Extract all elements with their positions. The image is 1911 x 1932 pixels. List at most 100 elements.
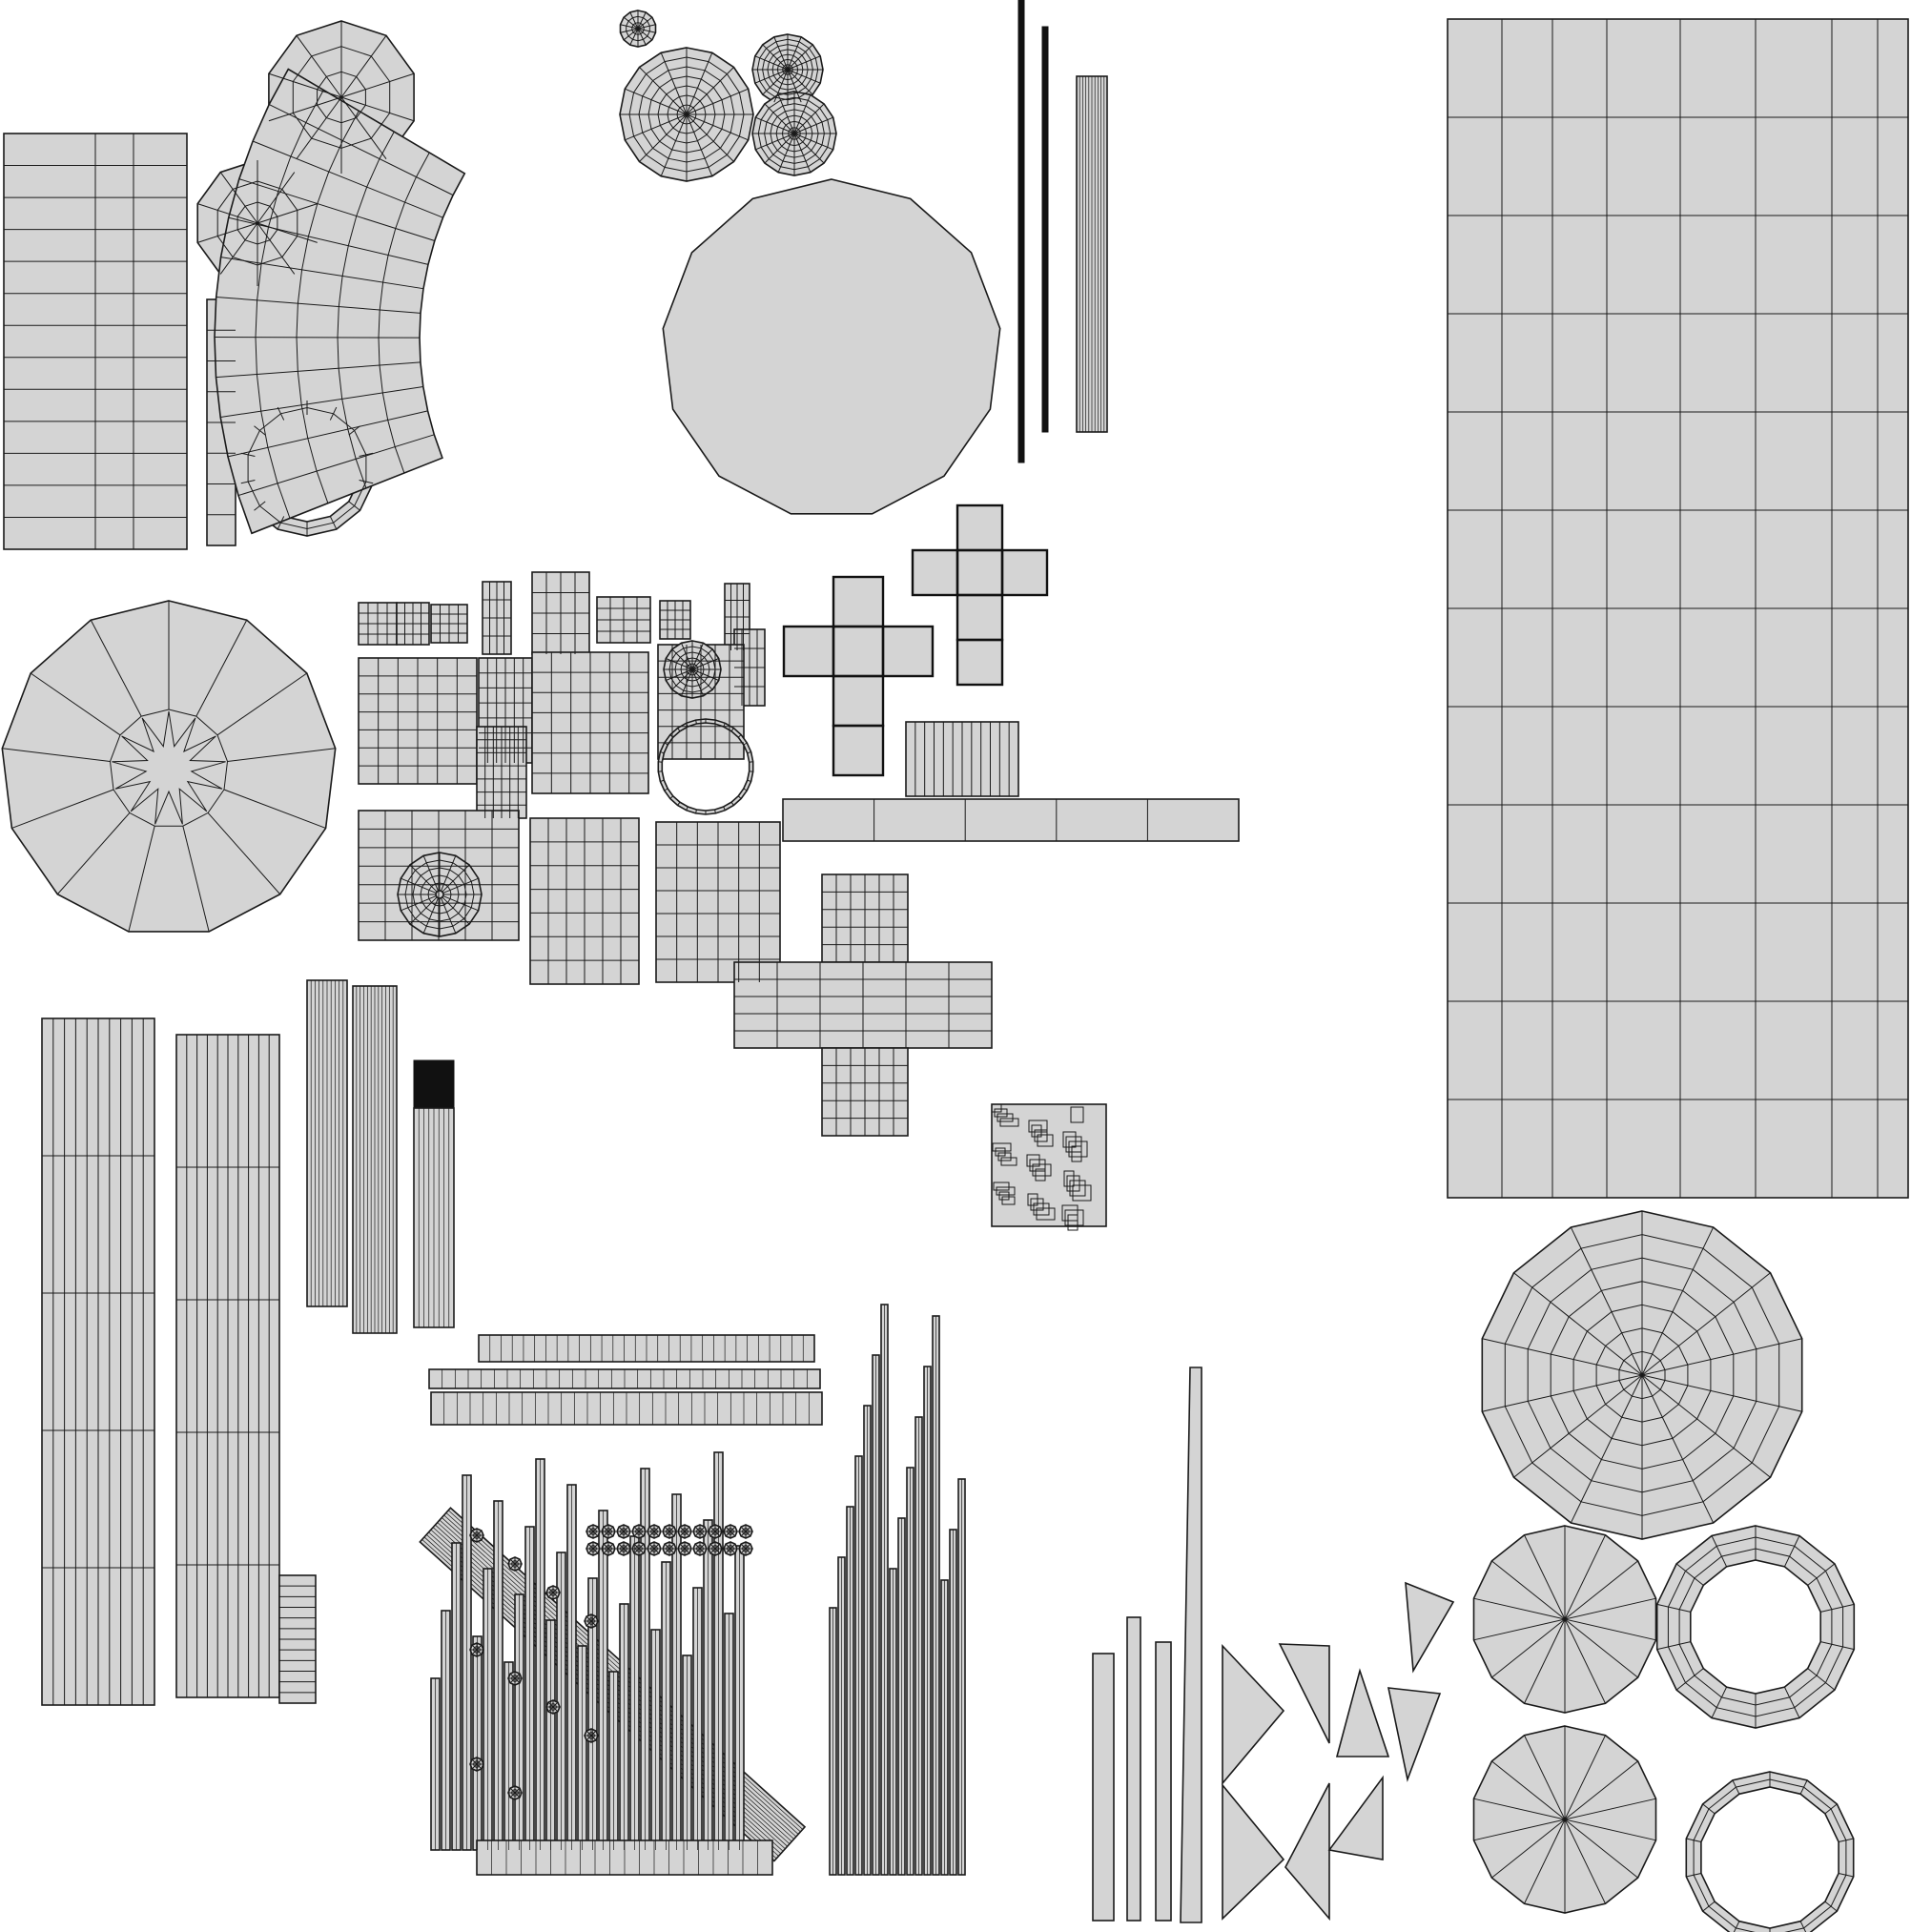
scatter-disc-6-spoke [552,1701,559,1708]
pebble-disc-13-spoke [623,1548,629,1554]
triangle-island-4 [1405,1581,1455,1674]
scatter-chip [1071,1145,1082,1162]
pebble-disc-16-spoke [664,1543,670,1550]
spider-disc-large-spoke [1641,1226,1715,1376]
thick-ring-island-edge [1807,1668,1836,1691]
patch-spider-spoke [666,668,693,681]
cube-net-right-edge [1000,548,1049,597]
pebble-disc-4-spoke [653,1531,660,1537]
pebble-disc-19-spoke [714,1548,721,1554]
segment-disc-lower-spoke [1564,1819,1656,1841]
large-polygon-island [662,178,1001,515]
arc-band-segment [216,361,421,379]
scatter-disc-6-spoke [547,1701,554,1708]
pebble-disc-21-spoke [740,1543,747,1550]
spider-web-small-spoke [773,36,789,71]
triangle-island-5 [1222,1782,1285,1921]
scatter-chip [1061,1204,1079,1222]
segment-disc-lower-spoke [1473,1819,1566,1841]
patch-thin-ring-edge [669,734,674,738]
spider-web-small-spoke [773,69,789,103]
thin-ring-island-edge [1702,1803,1716,1815]
spider-web-small-spoke [787,36,802,71]
patch-thin-ring-edge [660,779,665,782]
spider-disc-large-spoke [1570,1226,1643,1376]
tube-ring-left-edge [348,425,360,436]
pebble-disc-17-spoke [684,1543,690,1550]
segment-disc-upper-spoke [1564,1618,1656,1641]
scatter-disc-4-spoke [471,1649,478,1655]
pebble-disc-10-spoke [740,1531,747,1537]
uv-wireframe-layer [2,10,1908,1932]
segment-disc-lower-spoke [1524,1819,1566,1904]
segment-disc-upper-spoke [1564,1618,1606,1704]
scatter-disc-2-spoke [547,1592,554,1598]
scatter-disc-9-spoke [509,1792,516,1798]
pebble-disc-11-spoke [592,1543,599,1550]
pebble-disc-7-spoke [694,1526,701,1532]
cube-net-right-face-0 [956,504,1003,551]
spider-web-mid-spoke [793,133,833,151]
pebble-disc-15-spoke [653,1548,660,1554]
pebble-disc-14-spoke [638,1543,645,1550]
segment-disc-lower-spoke [1491,1819,1566,1879]
thick-ring-island-edge [1783,1686,1800,1718]
slim-bar-c [1155,1641,1172,1922]
triangle-island-2 [1335,1668,1390,1757]
spider-disc-large-spoke [1570,1374,1643,1524]
pebble-disc-21-spoke [740,1548,747,1554]
pebble-disc-2-spoke [618,1526,625,1532]
scatter-chip [1067,1214,1079,1231]
mini-spider-dark-spoke [620,28,639,33]
long-segment-bar [782,798,1240,842]
patch-thin-ring-edge [743,742,748,746]
patch-thin-ring-edge [664,742,668,746]
pebble-disc-14-spoke [633,1543,640,1550]
star-disc-spoke [195,619,248,717]
pebble-disc-0-spoke [592,1531,599,1537]
pebble-disc-9-spoke [725,1531,731,1537]
spider-web-mid-spoke [777,133,795,173]
pebble-disc-0-spoke [587,1531,594,1537]
scatter-chip [995,1147,1006,1157]
patch-thin-ring-edge [743,788,748,791]
patch-thin-ring-edge [714,809,716,814]
patch-radial-hub-edge [442,864,470,893]
patch-radial-hub-edge [442,895,479,912]
scatter-disc-1-spoke [509,1563,516,1570]
mini-spider-dark-spoke [637,28,656,33]
segment-disc-upper-spoke [1491,1618,1566,1678]
cone-cap-top-spoke [340,72,415,98]
thin-ring-island-edge [1799,1779,1808,1795]
star-disc-inner [109,709,229,827]
pebble-disc-11-spoke [587,1543,594,1550]
patch-spider-spoke [691,658,719,670]
cone-cap-top-spoke [268,72,342,98]
cube-net-left-face-2 [832,626,884,677]
cube-net-left-face-5 [832,725,884,776]
scatter-disc-9-spoke [514,1787,521,1794]
spider-web-large-spoke [639,113,688,162]
spider-web-small-spoke [754,55,789,71]
cube-net-right-face-4 [956,594,1003,641]
pebble-disc-13-spoke [623,1543,629,1550]
star-disc-spoke [207,812,281,895]
spider-web-mid-spoke [793,116,833,134]
scatter-disc-1-spoke [509,1558,516,1565]
pebble-disc-7-spoke [694,1531,701,1537]
thick-ring-island-edge [1656,1603,1691,1613]
scatter-disc-7-spoke [590,1735,597,1741]
scatter-chip [1037,1134,1054,1147]
patch-thin-ring-edge [714,719,716,725]
tube-ring-left-edge [240,479,256,484]
tube-ring-left-edge [254,425,266,436]
segment-disc-upper-spoke [1564,1560,1638,1620]
mini-spider-dark-spoke [629,11,639,30]
pebble-disc-6-spoke [679,1531,686,1537]
scatter-disc-1-spoke [514,1563,521,1570]
patch-radial-hub-edge [422,897,439,934]
pebble-disc-10-spoke [740,1526,747,1532]
triangle-island-6 [1284,1782,1330,1922]
spider-web-large-spoke [686,88,749,115]
patch-thin-ring-edge [695,809,697,814]
